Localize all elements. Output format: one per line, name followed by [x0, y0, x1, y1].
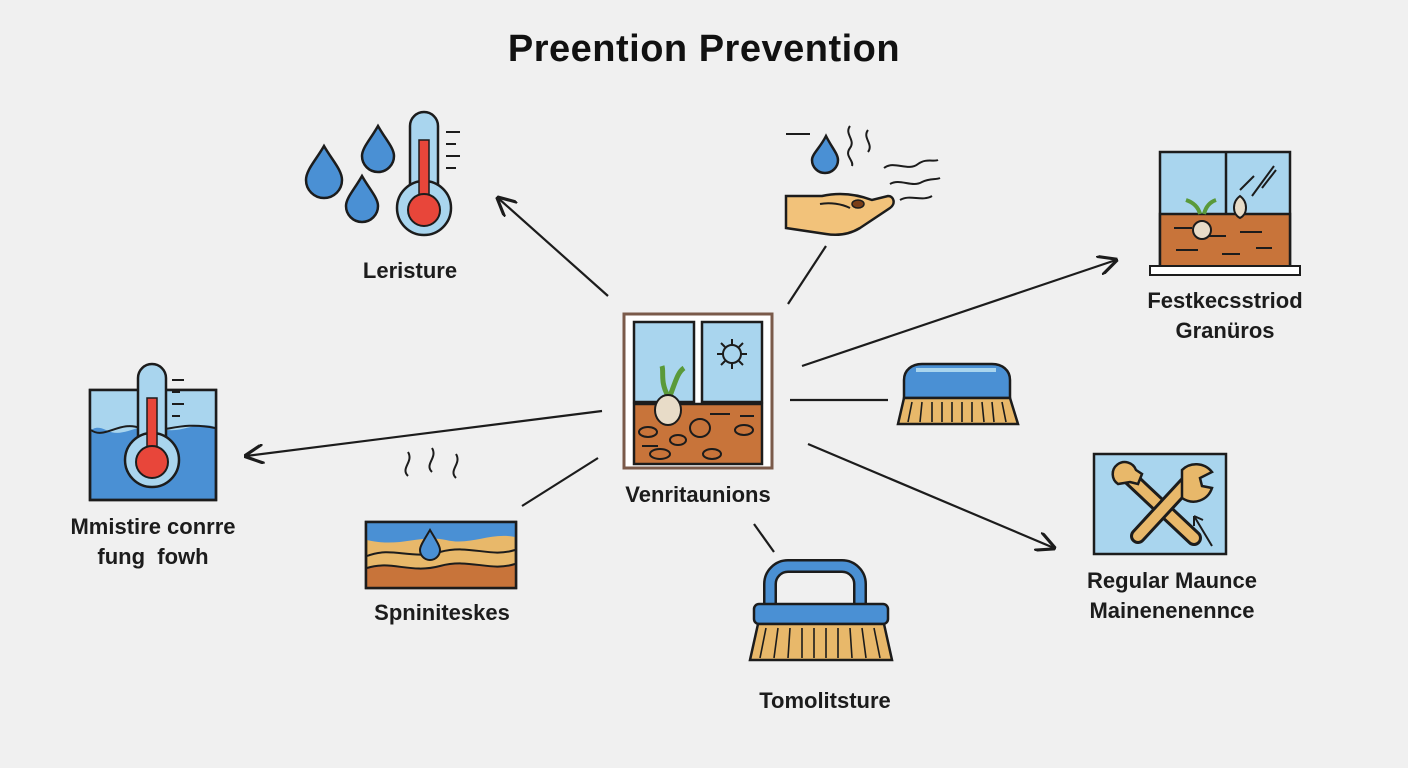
tools-wrench-icon: [1092, 452, 1228, 556]
center-label: Venritaunions: [625, 482, 771, 507]
arrow-to-moisture: [246, 409, 603, 456]
planter-box-icon: [1149, 150, 1301, 276]
soil-layers-droplet-icon: [364, 447, 518, 590]
label-moisture: Mmistire conrre fung fowh: [40, 512, 266, 572]
sprout-icon: [654, 365, 686, 426]
center-window-planter-icon: [622, 312, 774, 470]
label-spniniteskes: Spniniteskes: [374, 600, 510, 625]
label-moisture-line-1: Mmistire conrre: [70, 514, 236, 539]
label-regular: Regular Maunce Mainenenennce: [1056, 566, 1288, 626]
arrow-to-leristure: [498, 198, 609, 297]
water-tank-thermometer-icon: [88, 362, 218, 502]
label-leristure: Leristure: [362, 258, 458, 283]
sun-icon: [717, 339, 747, 369]
arrow-to-festkecsstriod: [801, 260, 1116, 368]
label-festkecsstriod-line-2: Granüros: [1175, 318, 1275, 343]
page-title: Preention Prevention: [507, 28, 901, 70]
label-festkecsstriod: Festkecsstriod Granüros: [1120, 286, 1330, 346]
hand-dropping-water-icon: [784, 125, 941, 236]
label-moisture-line-2: fung fowh: [97, 544, 209, 569]
arrow-to-regular: [807, 442, 1054, 548]
line-to-spniniteskes: [521, 457, 599, 507]
connectors: [246, 198, 1116, 553]
water-drops-thermometer-icon: [304, 110, 460, 237]
label-regular-line-2: Mainenenennce: [1089, 598, 1255, 623]
line-to-hand: [787, 245, 827, 305]
scrub-brush-icon: [748, 559, 894, 662]
brush-icon: [896, 362, 1020, 426]
line-to-tomolitsture: [753, 523, 775, 553]
label-regular-line-1: Regular Maunce: [1087, 568, 1257, 593]
label-tomolitsture: Tomolitsture: [759, 688, 891, 713]
label-festkecsstriod-line-1: Festkecsstriod: [1147, 288, 1303, 313]
